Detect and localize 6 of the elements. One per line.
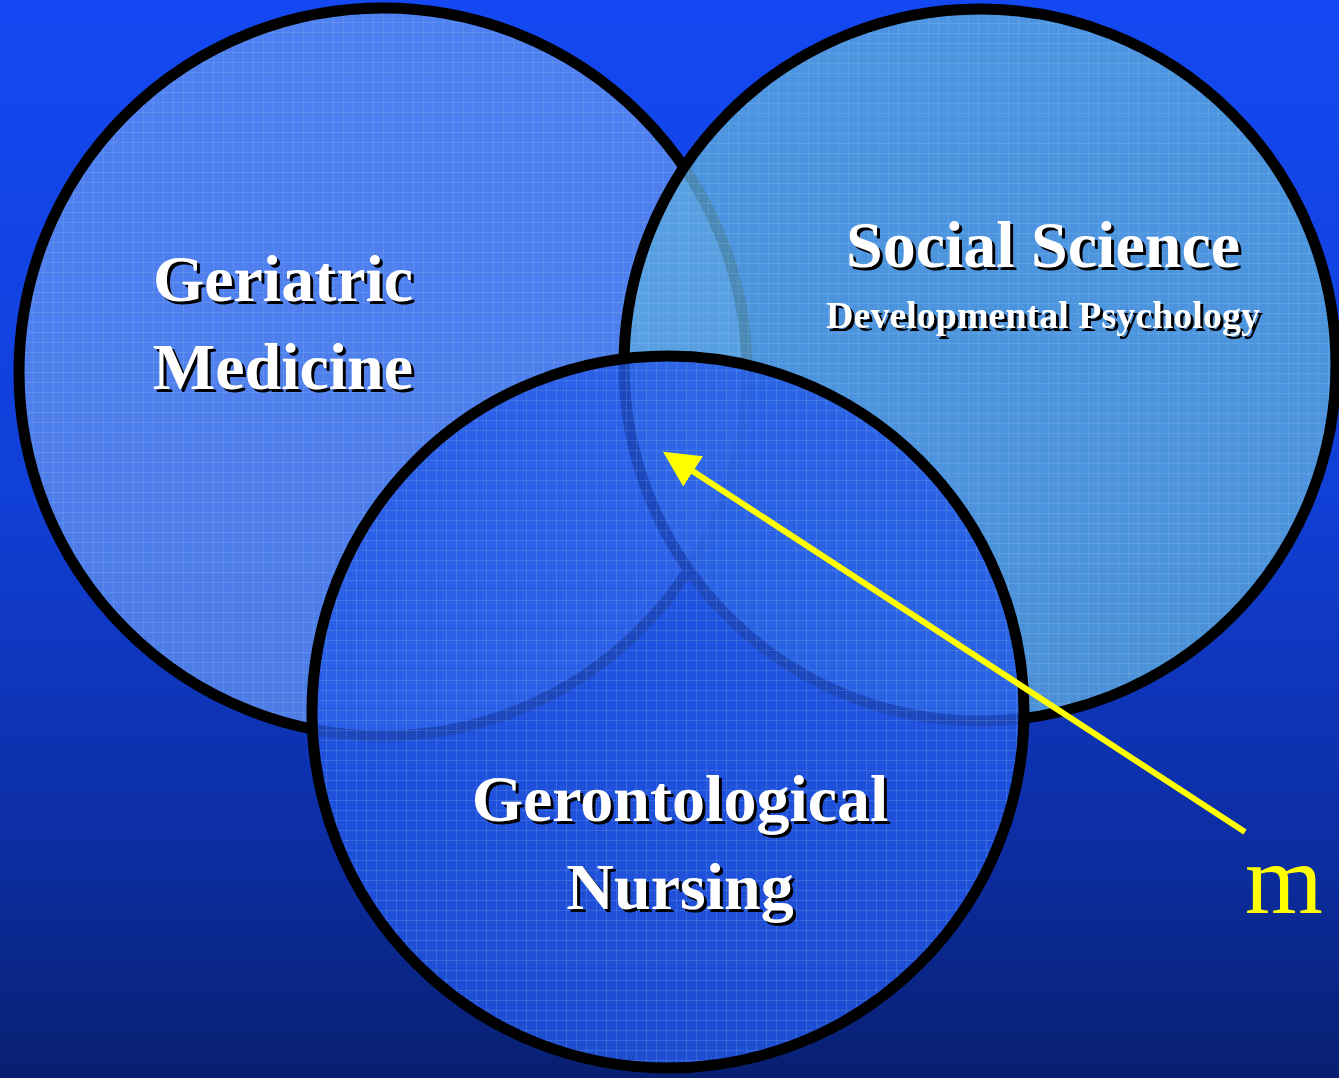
circle-title: Social Science (844, 207, 1242, 283)
circle-title: Gerontological Nursing (470, 761, 890, 925)
circle-subtitle: Developmental Psychology (825, 293, 1261, 338)
circle-title: Geriatric Medicine (151, 241, 415, 405)
leader-arrow (663, 451, 1247, 835)
callout-letter: m (1245, 830, 1323, 930)
